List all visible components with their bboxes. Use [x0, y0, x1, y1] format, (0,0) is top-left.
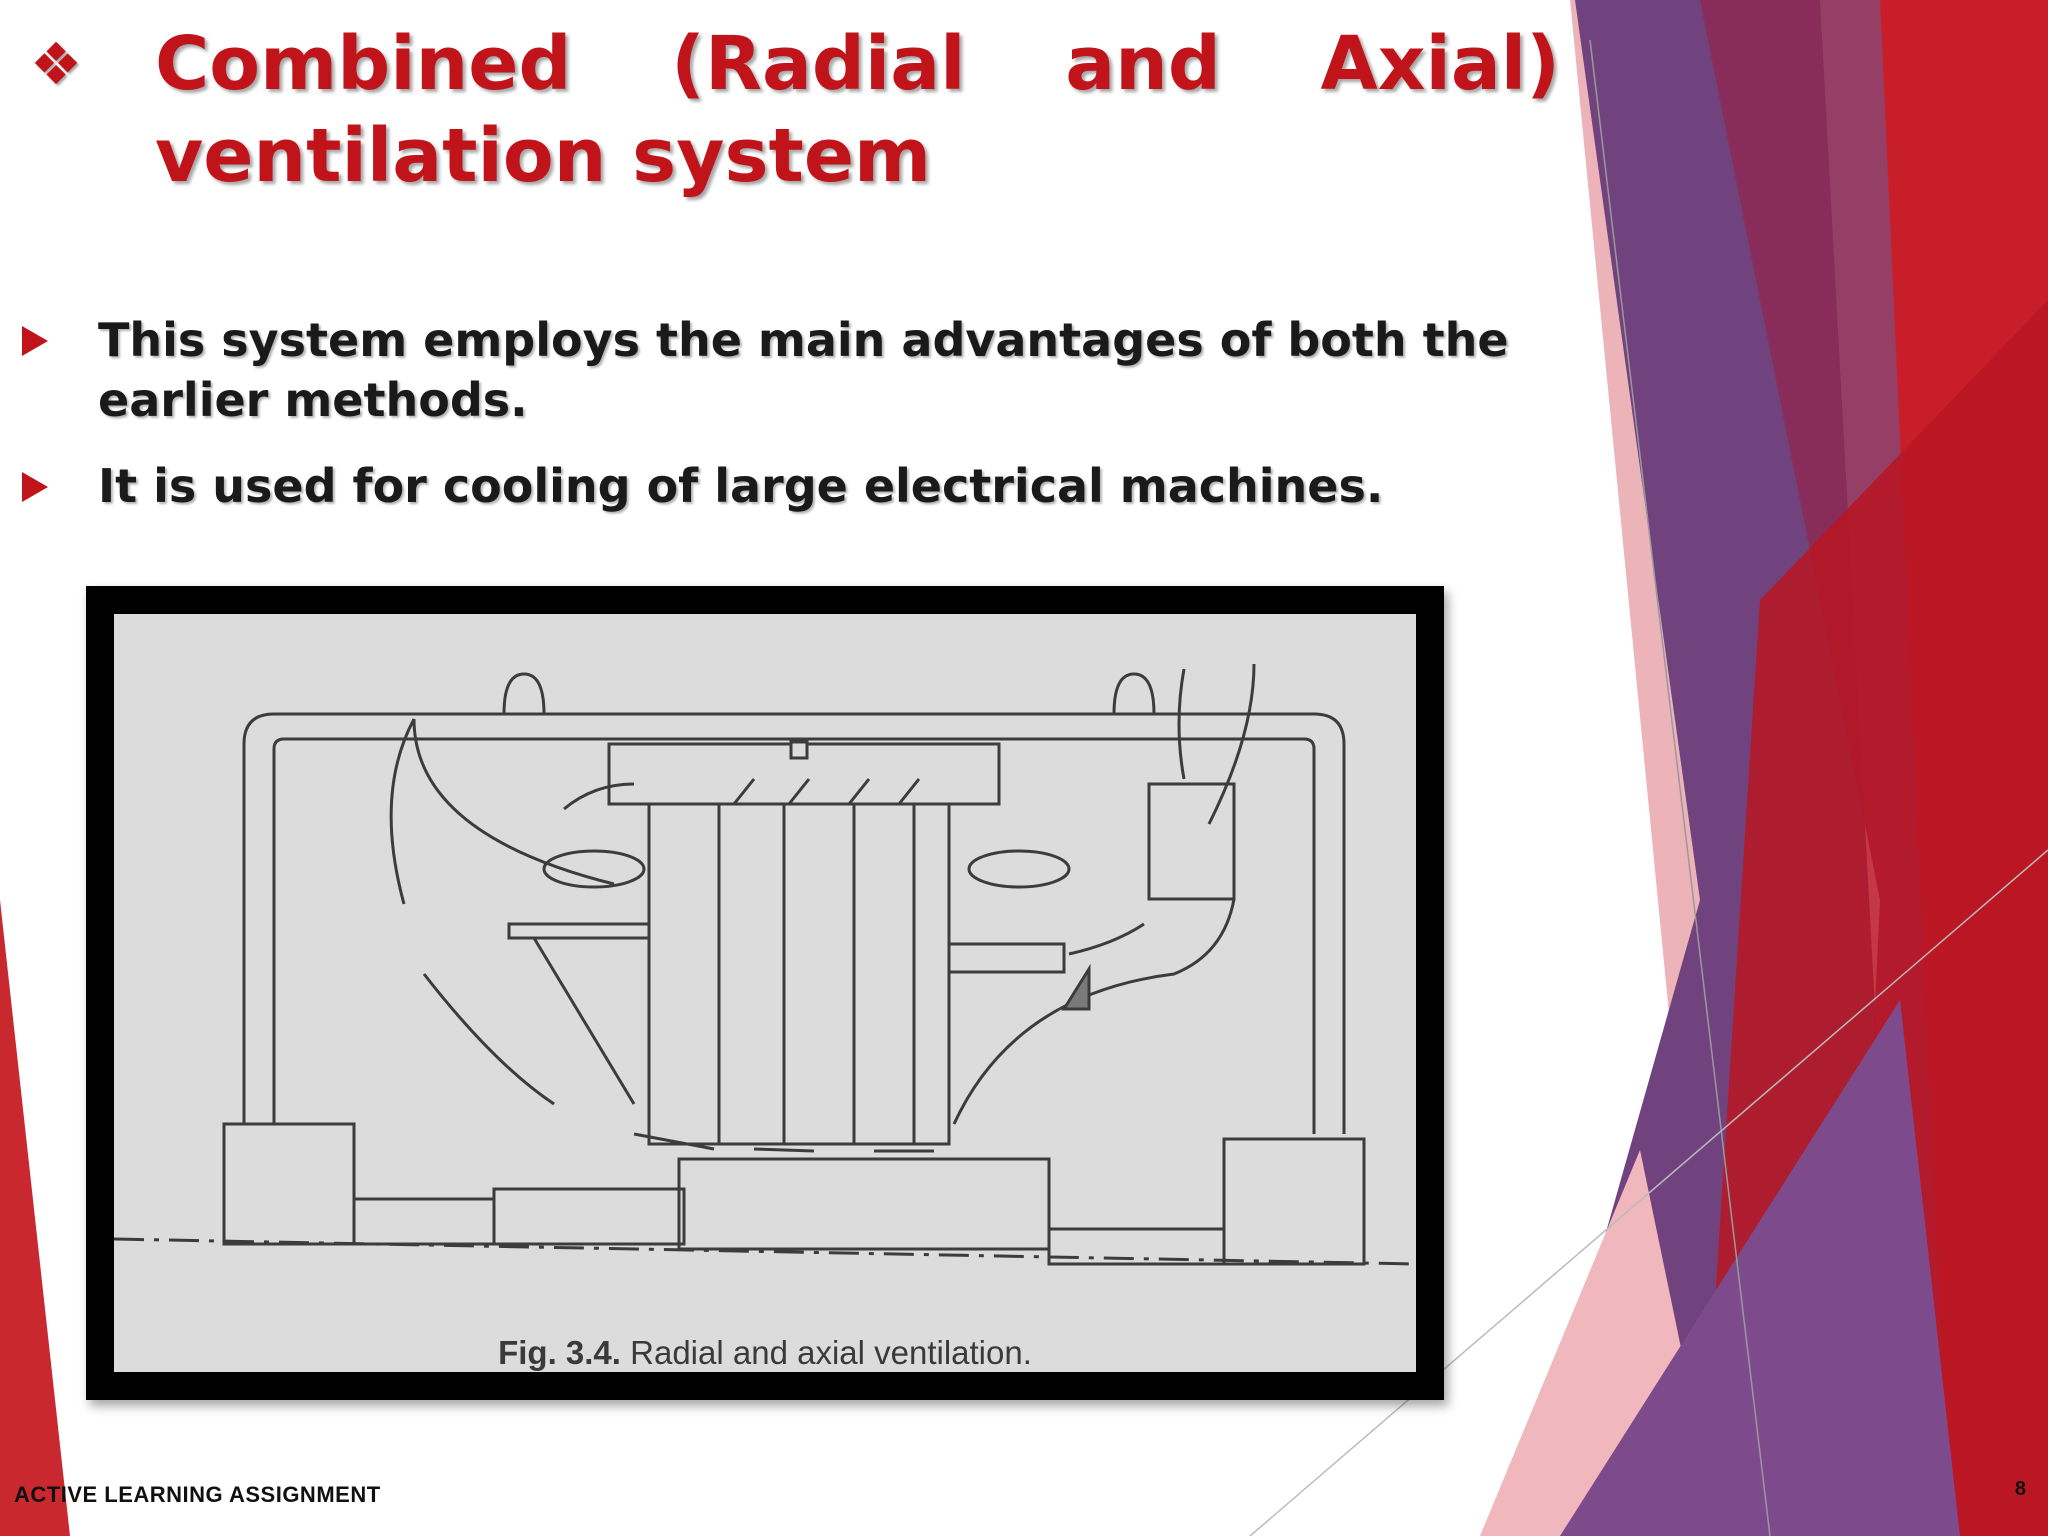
triangle-bullet-icon — [22, 472, 48, 502]
thin-line — [1589, 39, 1771, 1536]
diamond-bullet-icon: ❖ — [30, 30, 82, 98]
bullet-item: It is used for cooling of large electric… — [22, 456, 1562, 516]
slide-title: Combined (Radial and Axial) ventilation … — [155, 21, 1560, 199]
bullet-text: This system employs the main advantages … — [98, 313, 1509, 427]
footer-text: ACTIVE LEARNING ASSIGNMENT — [14, 1482, 381, 1507]
ventilation-diagram-photo: Fig. 3.4. Radial and axial ventilation. — [114, 614, 1416, 1372]
ventilation-diagram — [114, 663, 1416, 1266]
casing-outer — [242, 712, 1346, 1134]
figure-caption: Fig. 3.4. Radial and axial ventilation. — [114, 1334, 1416, 1372]
bullet-list: This system employs the main advantages … — [22, 310, 1562, 542]
figure-frame: Fig. 3.4. Radial and axial ventilation. — [86, 586, 1444, 1400]
purple-lower-stripe — [1560, 1000, 1960, 1536]
casing-inner — [272, 737, 1316, 1134]
figure-caption-text: Radial and axial ventilation. — [630, 1334, 1032, 1371]
figure-caption-label: Fig. 3.4. — [498, 1334, 621, 1371]
page-number: 8 — [2014, 1478, 2026, 1500]
left-red-sliver — [0, 900, 70, 1536]
thin-line-2 — [1249, 849, 2048, 1536]
rotor-core — [647, 802, 951, 1146]
triangle-bullet-icon — [22, 326, 48, 356]
title-block: ❖ Combined (Radial and Axial) ventilatio… — [30, 18, 1560, 202]
bullet-item: This system employs the main advantages … — [22, 310, 1562, 430]
bullet-text: It is used for cooling of large electric… — [98, 459, 1384, 513]
